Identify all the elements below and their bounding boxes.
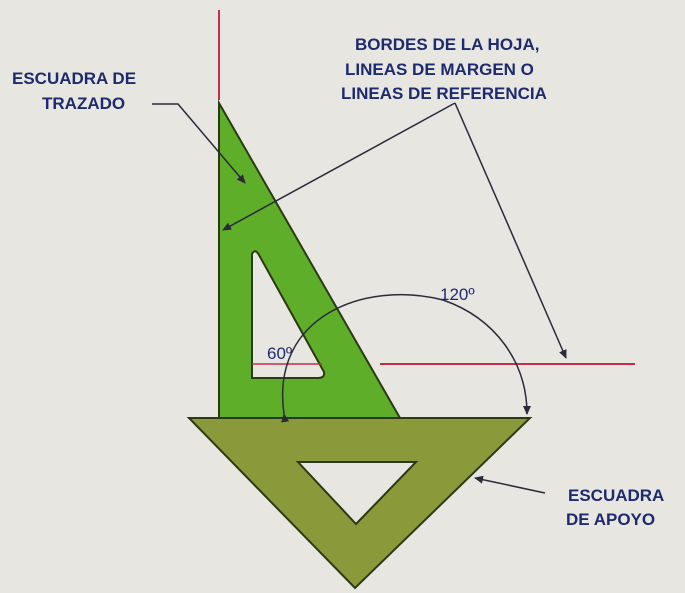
borders-pointer-left	[222, 102, 456, 231]
borders-label-line2: LINEAS DE MARGEN O	[345, 60, 534, 79]
borders-label-line3: LINEAS DE REFERENCIA	[341, 84, 547, 103]
support-square-label-line2: DE APOYO	[566, 510, 655, 529]
drawing-square-label-line1: ESCUADRA DE	[12, 69, 136, 88]
support-square	[186, 417, 533, 590]
drawing-square	[218, 99, 402, 419]
angle-120-arc	[281, 293, 531, 423]
angle-60-label: 60º	[267, 344, 292, 363]
borders-label-line1: BORDES DE LA HOJA,	[355, 35, 540, 54]
support-square-label-line1: ESCUADRA	[568, 486, 664, 505]
borders-pointer-right	[454, 102, 567, 359]
angle-120-label: 120º	[440, 285, 475, 304]
drawing-square-label-line2: TRAZADO	[42, 94, 125, 113]
drawing-square-pointer	[152, 103, 246, 184]
support-square-pointer	[474, 475, 546, 494]
